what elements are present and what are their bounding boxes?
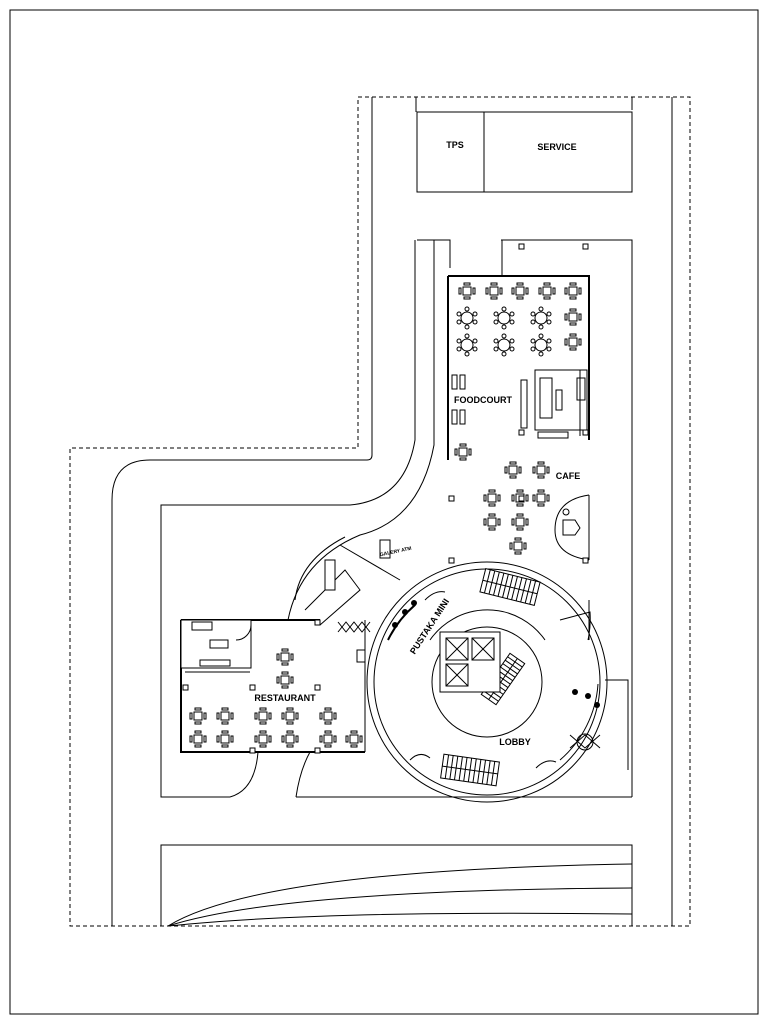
tps-label: TPS — [446, 140, 464, 150]
table-4-seat — [216, 730, 234, 748]
cafe-counter — [554, 494, 590, 561]
site-boundary — [69, 96, 691, 927]
service-label: SERVICE — [537, 142, 576, 152]
table-4-seat — [532, 489, 550, 507]
table-4-seat — [454, 443, 472, 461]
table-4-seat — [189, 707, 207, 725]
table-4-seat — [319, 707, 337, 725]
table-4-seat — [511, 282, 529, 300]
foodcourt-label: FOODCOURT — [454, 395, 512, 405]
table-4-seat — [511, 513, 529, 531]
road-outline — [111, 97, 673, 926]
structural-columns — [182, 243, 589, 754]
parking-area — [160, 751, 633, 927]
lift-core — [439, 631, 501, 693]
table-4-seat — [483, 513, 501, 531]
table-4-seat — [504, 461, 522, 479]
square-tables-4 — [189, 282, 582, 748]
table-4-seat — [564, 282, 582, 300]
restaurant-label: RESTAURANT — [254, 693, 316, 703]
table-4-seat — [319, 730, 337, 748]
sheet-border — [9, 9, 759, 1015]
stair-flight — [479, 567, 541, 607]
table-4-seat — [276, 671, 294, 689]
building-upper-wall — [160, 239, 633, 798]
table-4-seat — [538, 282, 556, 300]
table-4-seat — [564, 333, 582, 351]
entrance-seating — [337, 621, 601, 751]
table-4-seat — [509, 537, 527, 555]
table-4-seat — [345, 730, 363, 748]
table-4-seat — [485, 282, 503, 300]
table-4-seat — [254, 707, 272, 725]
round-tables-6 — [456, 306, 552, 357]
table-4-seat — [532, 461, 550, 479]
foodcourt-kiosks — [451, 369, 588, 439]
table-4-seat — [276, 648, 294, 666]
lobby-label: LOBBY — [499, 737, 531, 747]
table-4-seat — [483, 489, 501, 507]
table-4-seat — [189, 730, 207, 748]
table-4-seat — [564, 308, 582, 326]
table-4-seat — [281, 730, 299, 748]
table-4-seat — [254, 730, 272, 748]
table-4-seat — [281, 707, 299, 725]
table-4-seat — [458, 282, 476, 300]
cafe-label: CAFE — [556, 471, 581, 481]
building-walls — [180, 275, 590, 753]
table-4-seat — [216, 707, 234, 725]
pustaka-mini-furniture — [387, 591, 600, 769]
stair-flight — [440, 753, 500, 787]
service-block: TPS SERVICE — [416, 111, 633, 193]
restaurant-kitchen — [180, 619, 252, 673]
galery-atm-area — [294, 536, 401, 626]
